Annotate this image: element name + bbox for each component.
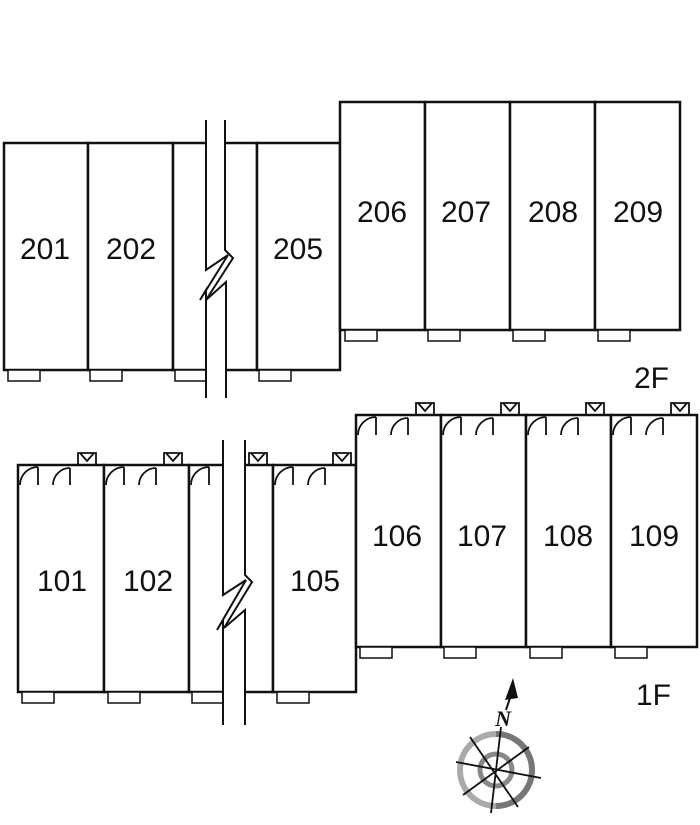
meter-box-icon bbox=[163, 452, 183, 466]
compass-icon: N bbox=[455, 678, 542, 814]
meter-box-icon bbox=[332, 452, 352, 466]
unit-label: 105 bbox=[290, 565, 340, 598]
balconies-1f bbox=[21, 646, 648, 704]
unit-208[interactable] bbox=[508, 100, 597, 332]
meter-box-icon bbox=[585, 402, 605, 416]
unit-206[interactable] bbox=[338, 100, 427, 332]
unit-label: 208 bbox=[528, 196, 578, 229]
door-icon bbox=[442, 416, 494, 436]
unit-label: 101 bbox=[37, 565, 87, 598]
floor-label-2f: 2F bbox=[634, 362, 669, 395]
unit-201[interactable] bbox=[2, 141, 90, 372]
unit-209[interactable] bbox=[593, 100, 682, 332]
door-icon bbox=[612, 416, 664, 436]
unit-102[interactable] bbox=[102, 463, 191, 694]
unit-label: 108 bbox=[543, 520, 593, 553]
unit-label: 102 bbox=[123, 565, 173, 598]
north-label: N bbox=[494, 706, 512, 731]
door-icon bbox=[105, 466, 157, 486]
meter-box-icon bbox=[500, 402, 520, 416]
break-line-1f bbox=[216, 440, 254, 725]
unit-label: 109 bbox=[629, 520, 679, 553]
unit-109[interactable] bbox=[609, 413, 699, 649]
door-icon bbox=[357, 416, 409, 436]
unit-207[interactable] bbox=[423, 100, 512, 332]
unit-label: 207 bbox=[441, 196, 491, 229]
meter-box-icon bbox=[77, 452, 97, 466]
floor-label-1f: 1F bbox=[636, 679, 671, 712]
unit-label: 106 bbox=[372, 520, 422, 553]
unit-label: 201 bbox=[20, 233, 70, 266]
unit-label: 206 bbox=[357, 196, 407, 229]
unit-label: 209 bbox=[613, 196, 663, 229]
unit-101[interactable] bbox=[16, 463, 106, 694]
meter-box-icon bbox=[670, 402, 690, 416]
unit-108[interactable] bbox=[524, 413, 613, 649]
unit-label: 107 bbox=[457, 520, 507, 553]
door-icon bbox=[19, 466, 71, 486]
floor-1f: 101 102 105 106 107 108 109 1F bbox=[16, 402, 699, 725]
doors-1f bbox=[19, 402, 690, 486]
meter-box-icon bbox=[248, 452, 268, 466]
floor-2f: 201 202 205 206 207 208 209 2F bbox=[2, 100, 682, 398]
break-line-2f bbox=[199, 120, 235, 398]
unit-202[interactable] bbox=[86, 141, 175, 372]
door-icon bbox=[274, 466, 326, 486]
door-icon bbox=[527, 416, 579, 436]
unit-label: 202 bbox=[106, 233, 156, 266]
meter-box-icon bbox=[415, 402, 435, 416]
door-icon bbox=[190, 466, 242, 486]
unit-label: 205 bbox=[273, 233, 323, 266]
